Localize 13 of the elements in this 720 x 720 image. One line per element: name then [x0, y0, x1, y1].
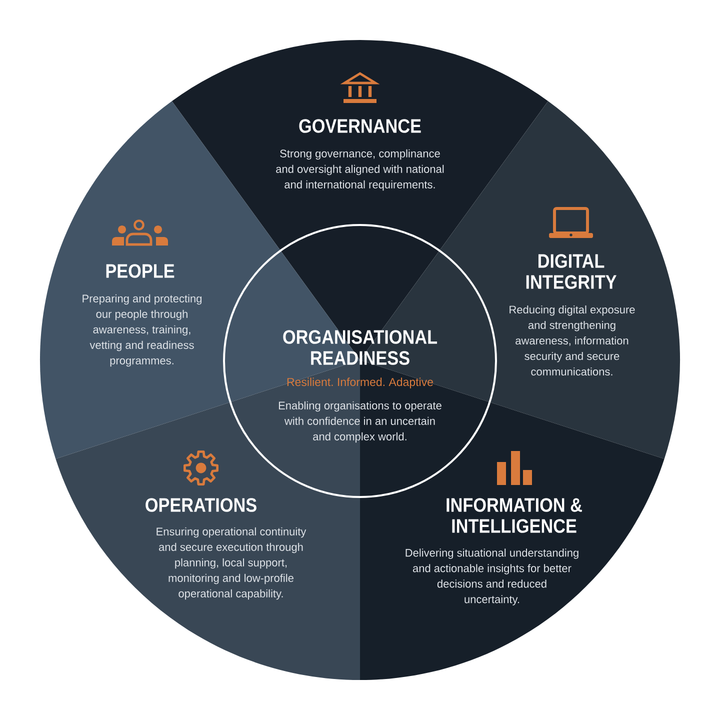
heading: INFORMATION & INTELLIGENCE: [446, 498, 582, 533]
tagline: Resilient. Informed. Adaptive: [287, 378, 433, 388]
heading: OPERATIONS: [146, 498, 256, 512]
heading: DIGITAL INTEGRITY: [526, 254, 616, 289]
heading: GOVERNANCE: [299, 119, 421, 133]
heading: ORGANISATIONAL READINESS: [283, 330, 438, 365]
description: Delivering situational understanding and actionable insights for better decisions and reduced uncertainty.: [406, 548, 578, 606]
description: Strong governance, complinance and oversight aligned with national and international requirements.: [276, 149, 444, 191]
description: Ensuring operational continuity and secure execution through planning, local support, monitoring and low-profile operational capability.: [156, 527, 306, 600]
description: Reducing digital exposure and strengthening awareness, information security and secure communications.: [510, 305, 635, 376]
heading: PEOPLE: [106, 264, 174, 278]
description: Preparing and protecting our people through awareness, training, vetting and readiness programmes.: [82, 294, 202, 367]
description: Enabling organisations to operate with confidence in an uncertain and complex world.: [278, 401, 442, 443]
